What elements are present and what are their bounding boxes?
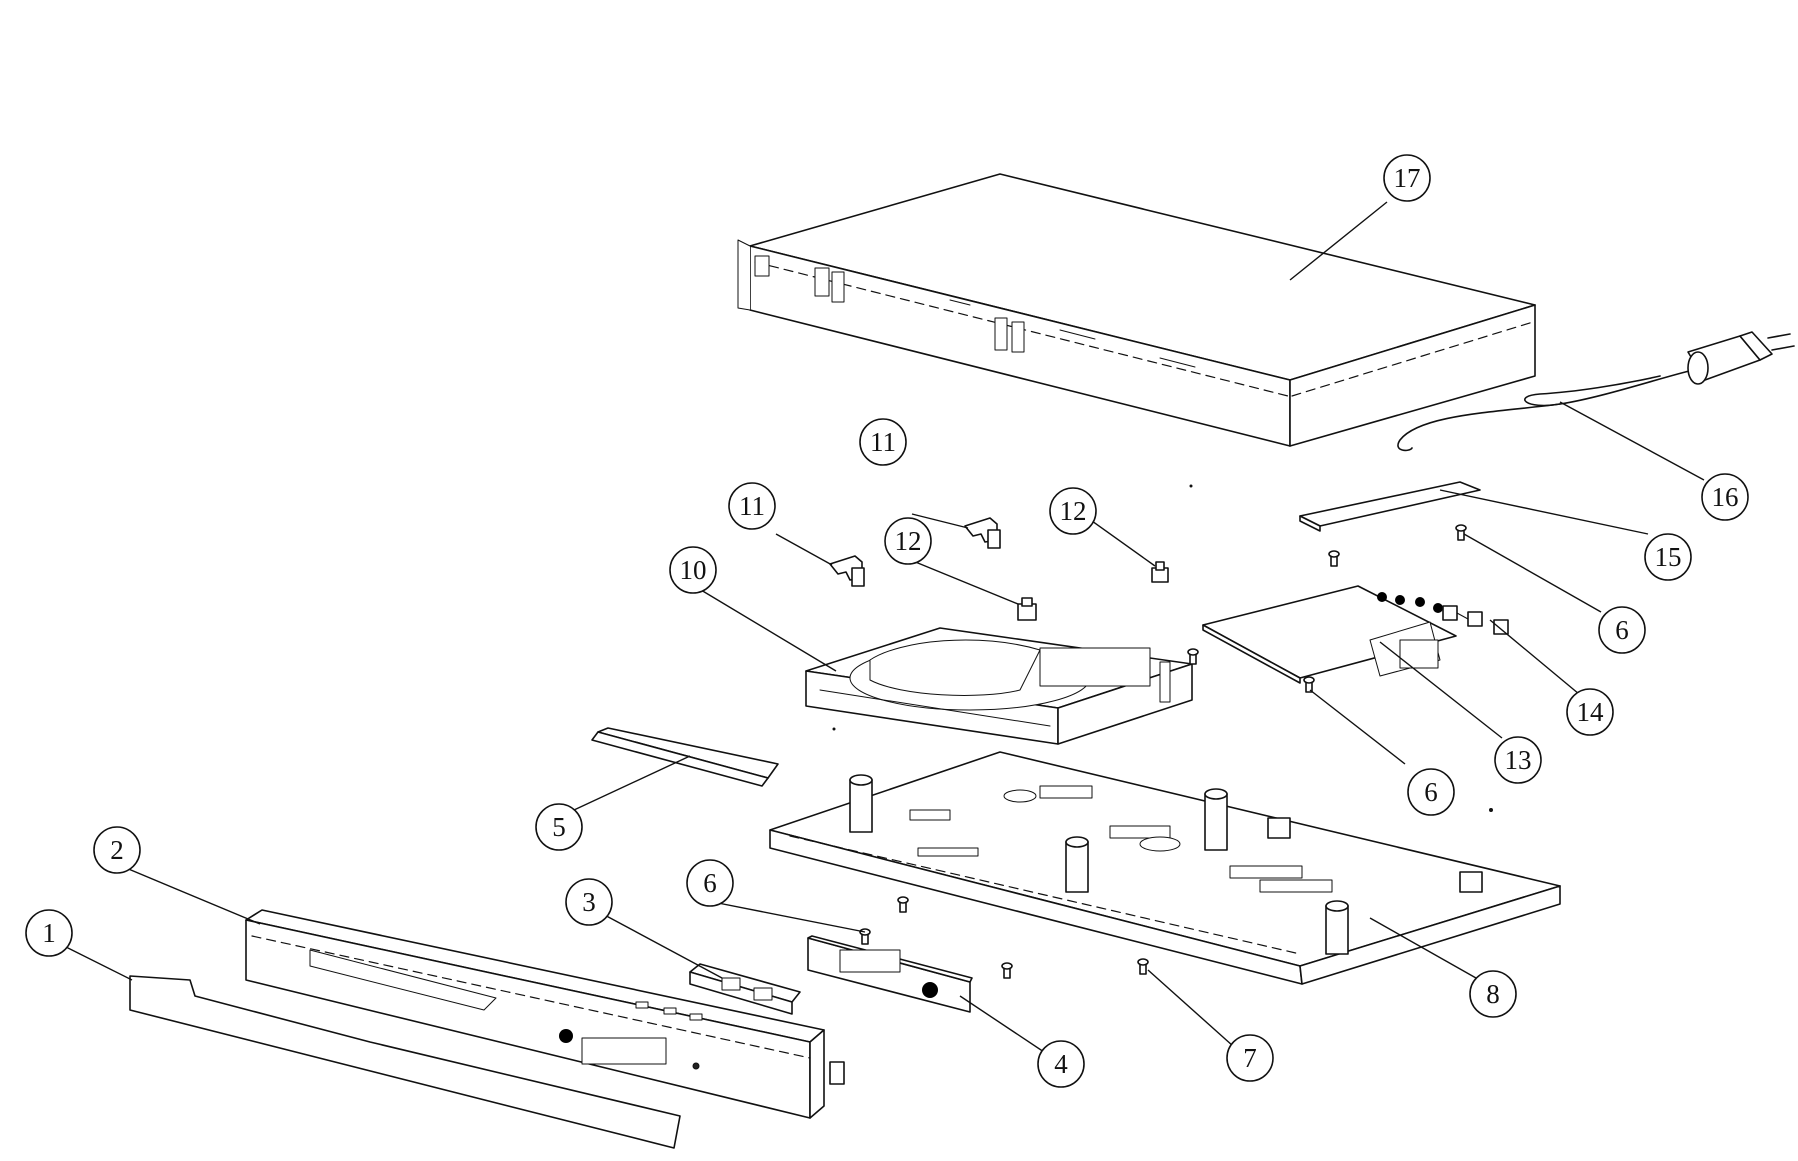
callout-6-middle: 6: [1407, 768, 1455, 816]
callout-8: 8: [1469, 970, 1517, 1018]
callout-label: 6: [1424, 777, 1438, 807]
callout-label: 12: [895, 526, 922, 556]
callout-10: 10: [669, 546, 717, 594]
callout-label: 7: [1243, 1043, 1257, 1073]
screw: [1455, 524, 1467, 541]
callout-12-left: 12: [884, 517, 932, 565]
callout-label: 2: [110, 835, 124, 865]
callout-label: 8: [1486, 979, 1500, 1009]
callout-label: 6: [1615, 615, 1629, 645]
callout-17: 17: [1383, 154, 1431, 202]
callout-label: 11: [870, 427, 896, 457]
rear-bracket: [807, 935, 973, 1013]
base-chassis: [769, 751, 1561, 985]
bracket-left: [829, 555, 865, 587]
trim-strip: [591, 727, 779, 787]
callout-13: 13: [1494, 736, 1542, 784]
callout-11-right: 11: [859, 418, 907, 466]
screw-post-right: [1151, 561, 1169, 583]
callout-14: 14: [1566, 688, 1614, 736]
screw-post-left: [1017, 597, 1037, 621]
front-panel: [245, 909, 845, 1119]
front-window-strip: [129, 975, 681, 1149]
screws: [859, 524, 1467, 979]
callout-4: 4: [1037, 1040, 1085, 1088]
callout-label: 14: [1577, 697, 1605, 727]
connectors: [1442, 605, 1509, 635]
speck: [1489, 808, 1493, 812]
screw: [1303, 676, 1315, 693]
callout-1: 1: [25, 909, 73, 957]
callout-15: 15: [1644, 533, 1692, 581]
callout-label: 4: [1054, 1049, 1068, 1079]
button-block: [689, 963, 801, 1015]
power-cord: [1397, 331, 1795, 452]
callout-3: 3: [565, 878, 613, 926]
top-cover: [737, 173, 1536, 447]
callout-label: 16: [1712, 482, 1739, 512]
screw: [897, 896, 909, 913]
callout-label: 3: [582, 887, 596, 917]
small-circuit-board: [1299, 481, 1481, 532]
screw: [1137, 958, 1149, 975]
leader-lines: [63, 201, 1705, 1057]
callout-6-top: 6: [1598, 606, 1646, 654]
callout-2: 2: [93, 826, 141, 874]
callout-label: 12: [1060, 496, 1087, 526]
callout-6-bottom: 6: [686, 859, 734, 907]
callout-16: 16: [1701, 473, 1749, 521]
main-circuit-board: [1202, 585, 1457, 684]
callout-label: 13: [1505, 745, 1532, 775]
callout-5: 5: [535, 803, 583, 851]
callout-label: 10: [680, 555, 707, 585]
speck: [1189, 484, 1193, 488]
screw: [1187, 648, 1199, 665]
callout-7: 7: [1226, 1034, 1274, 1082]
callout-label: 1: [42, 918, 56, 948]
disc-loader: [805, 627, 1193, 745]
callout-11-left: 11: [728, 482, 776, 530]
speck: [832, 727, 836, 731]
callout-label: 6: [703, 868, 717, 898]
screw: [1001, 962, 1013, 979]
callout-label: 17: [1394, 163, 1421, 193]
bracket-right: [964, 517, 1001, 549]
callout-12-right: 12: [1049, 487, 1097, 535]
callout-label: 5: [552, 812, 566, 842]
callout-label: 15: [1655, 542, 1682, 572]
screw: [1328, 550, 1340, 567]
callout-label: 11: [739, 491, 765, 521]
